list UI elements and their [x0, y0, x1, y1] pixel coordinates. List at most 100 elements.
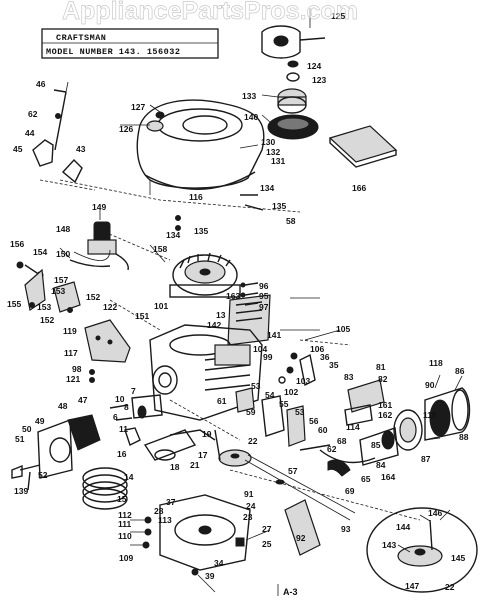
callout: 97	[259, 302, 269, 312]
callout: 102	[284, 387, 298, 397]
callout: 103	[296, 376, 310, 386]
part-flywheel-screws	[240, 282, 259, 306]
callout: 13	[216, 310, 226, 320]
callout: 22	[445, 582, 455, 592]
callout: 140	[244, 112, 258, 122]
callout: 166	[352, 183, 366, 193]
callout: 51	[15, 434, 25, 444]
part-control-plate	[84, 319, 131, 363]
callout: 59	[246, 407, 256, 417]
callout: 18	[170, 462, 180, 472]
callout: 144	[396, 522, 410, 532]
part-housing-hardware	[175, 194, 264, 231]
part-fuel-cap-rings	[286, 60, 300, 82]
callout: 8	[124, 402, 129, 412]
callout: 122	[103, 302, 117, 312]
callout: 7	[131, 386, 136, 396]
part-throttle-cable	[244, 454, 356, 556]
callout: 130	[261, 137, 275, 147]
callout: 62	[327, 444, 337, 454]
callout: 121	[66, 374, 80, 384]
part-bottom-fitting	[11, 464, 23, 479]
leader-lines	[59, 81, 463, 593]
inset-detail-circle	[366, 507, 478, 593]
part-control-bracket	[24, 268, 81, 313]
callout: 85	[371, 440, 381, 450]
callout: 111	[118, 519, 132, 529]
callout: 16	[117, 449, 127, 459]
callout: 24	[246, 501, 256, 511]
callout: 124	[307, 61, 321, 71]
callout: 99	[263, 352, 273, 362]
callout: 114	[346, 422, 360, 432]
callout: 116	[189, 192, 203, 202]
callout: 131	[271, 156, 285, 166]
callout: 117	[64, 348, 78, 358]
callout: 98	[72, 364, 82, 374]
callout: 56	[309, 416, 319, 426]
part-fuel-line	[299, 444, 376, 477]
callout: 81	[376, 362, 386, 372]
callout: 112	[118, 510, 132, 520]
callout: 161	[378, 400, 392, 410]
callout: 54	[265, 390, 275, 400]
callout: 61	[217, 396, 227, 406]
header-brand: CRAFTSMAN	[56, 33, 106, 43]
callout: 152	[40, 315, 54, 325]
callout: 151	[135, 311, 149, 321]
callout: 135	[272, 201, 286, 211]
callout: 46	[36, 79, 46, 89]
callout: 125	[331, 11, 345, 21]
callout: 53	[251, 381, 261, 391]
callout: 45	[13, 144, 23, 154]
callout-labels: 125 124 123 133 140 127 126 130 132 131 …	[7, 11, 469, 592]
callout: 142	[207, 320, 221, 330]
callout: 150	[56, 249, 70, 259]
callout: 52	[38, 470, 48, 480]
callout: 50	[22, 424, 32, 434]
callout: 135	[194, 226, 208, 236]
callout: 126	[119, 124, 133, 134]
callout: 27	[262, 524, 272, 534]
part-instruction-sheet	[328, 125, 398, 168]
callout: 62	[28, 109, 38, 119]
callout: 123	[312, 75, 326, 85]
callout: 25	[262, 539, 272, 549]
callout: 113	[158, 515, 172, 525]
callout: 96	[259, 281, 269, 291]
callout: 83	[344, 372, 354, 382]
callout: 90	[425, 380, 435, 390]
callout: 110	[118, 531, 132, 541]
callout: 17	[198, 450, 208, 460]
callout: 153	[37, 302, 51, 312]
part-ignition-coil	[73, 221, 129, 271]
callout: 141	[267, 330, 281, 340]
callout: 88	[459, 432, 469, 442]
callout: 153	[51, 286, 65, 296]
part-crankshaft	[124, 427, 216, 461]
callout: 55	[279, 399, 289, 409]
part-stator-plate	[227, 294, 271, 346]
part-muffler	[424, 387, 471, 441]
callout: 158	[153, 244, 167, 254]
part-carburetor	[19, 414, 101, 491]
part-blower-housing-tank	[136, 99, 265, 195]
callout: 15	[117, 494, 127, 504]
callout: 22	[248, 436, 258, 446]
watermark-text: AppliancePartsPros.com	[62, 0, 358, 25]
callout: 48	[58, 401, 68, 411]
callout: 95	[259, 291, 269, 301]
callout: 134	[166, 230, 180, 240]
part-piston-rings	[82, 467, 128, 510]
callout: 87	[421, 454, 431, 464]
callout: 134	[260, 183, 274, 193]
callout: 148	[56, 224, 70, 234]
part-flywheel	[169, 252, 241, 298]
callout: 105	[336, 324, 350, 334]
callout: 162	[378, 410, 392, 420]
callout: 34	[214, 558, 224, 568]
callout: 37	[166, 497, 176, 507]
callout: 146	[428, 508, 442, 518]
callout: 133	[242, 91, 256, 101]
callout: 21	[190, 460, 200, 470]
